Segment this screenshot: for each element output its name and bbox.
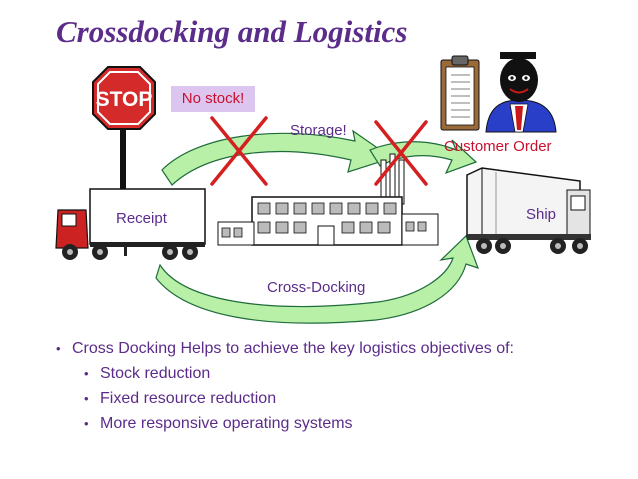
- receipt-label: Receipt: [116, 210, 167, 227]
- cross-docking-label: Cross-Docking: [267, 279, 366, 296]
- list-item-text: More responsive operating systems: [100, 415, 353, 432]
- ship-label: Ship: [526, 206, 557, 223]
- list-item: • Stock reduction: [56, 362, 514, 386]
- cross-mark-icon: [210, 116, 268, 186]
- person-icon: [485, 52, 557, 133]
- slide-title: Crossdocking and Logistics: [56, 14, 408, 49]
- list-item-text: Cross Docking Helps to achieve the key l…: [72, 340, 514, 357]
- stop-sign-text: STOP: [96, 88, 153, 111]
- customer-order-label: Customer Order: [444, 138, 552, 155]
- list-item: • Cross Docking Helps to achieve the key …: [56, 337, 514, 361]
- bullet-dot-icon: •: [84, 366, 89, 381]
- cross-docking-arrow: [155, 234, 480, 324]
- storage-label: Storage!: [290, 122, 347, 139]
- no-stock-label: No stock!: [171, 86, 255, 112]
- clipboard-icon: [440, 55, 480, 131]
- list-item: • More responsive operating systems: [56, 412, 514, 436]
- bullet-dot-icon: •: [84, 416, 89, 431]
- factory-icon: [217, 153, 439, 246]
- storage-arrow: [161, 129, 394, 186]
- list-item-text: Fixed resource reduction: [100, 390, 277, 407]
- ship-truck-icon: [466, 167, 591, 254]
- stop-sign-icon: STOP: [92, 66, 156, 206]
- objectives-list: • Cross Docking Helps to achieve the key …: [56, 337, 514, 436]
- cross-mark-icon: [374, 120, 428, 186]
- bullet-dot-icon: •: [84, 391, 89, 406]
- list-item: • Fixed resource reduction: [56, 387, 514, 411]
- crossdock-diagram: STOP: [55, 52, 591, 324]
- list-item-text: Stock reduction: [100, 365, 211, 382]
- bullet-dot-icon: •: [56, 341, 61, 356]
- receipt-truck-icon: [55, 188, 206, 260]
